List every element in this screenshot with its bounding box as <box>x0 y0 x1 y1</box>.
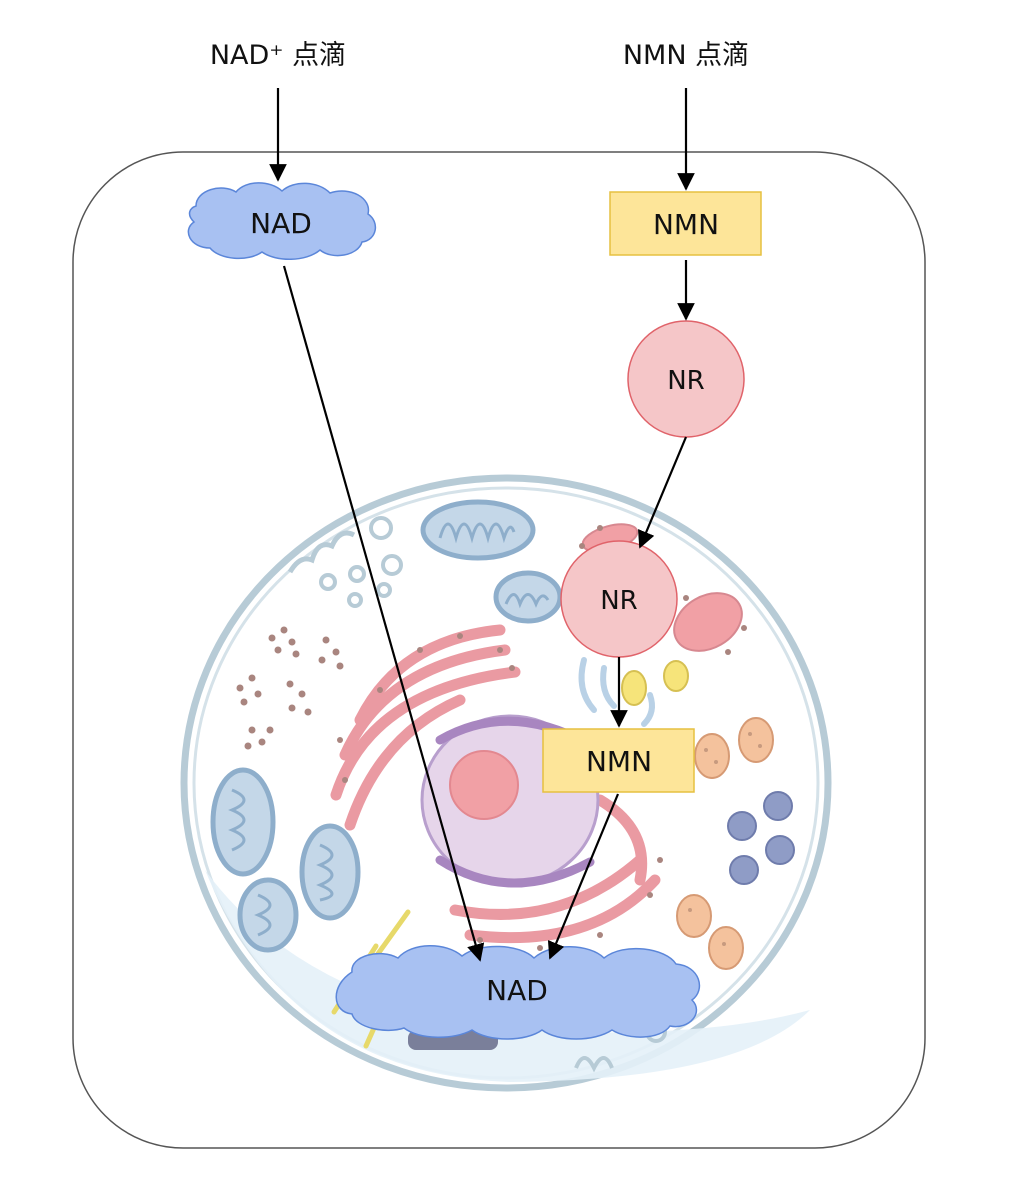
nmn-lower-label: NMN <box>586 745 652 778</box>
nad-top-cloud <box>187 182 377 260</box>
nmn-infusion-label: NMN 点滴 <box>623 40 749 71</box>
nad-bottom-label: NAD <box>486 974 548 1007</box>
arrow-nmn-to-nad <box>547 793 620 960</box>
arrow-nad-to-nad <box>282 265 485 962</box>
nr-lower-label: NR <box>600 586 638 616</box>
nmn-top-box <box>609 191 762 256</box>
nad-infusion-label: NAD⁺ 点滴 <box>210 40 346 71</box>
nr-upper-label: NR <box>667 366 705 396</box>
nmn-top-label: NMN <box>653 208 719 241</box>
nad-top-label: NAD <box>250 207 312 240</box>
arrow-nr-to-nr <box>637 436 688 549</box>
nmn-lower-box <box>542 728 695 793</box>
